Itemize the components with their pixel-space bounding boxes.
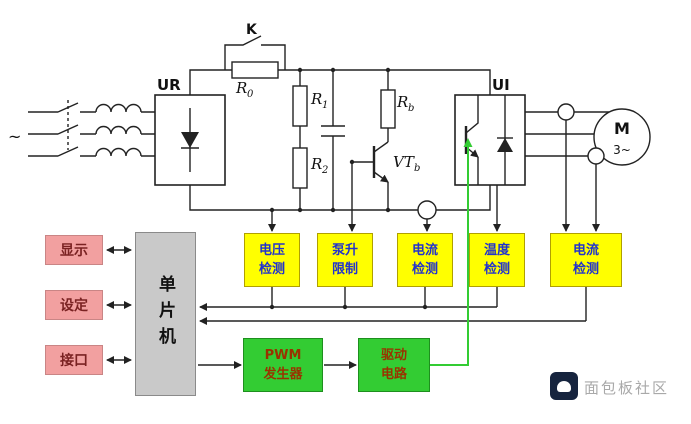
- junction-dots: [269, 67, 428, 310]
- motor-phase-label: 3~: [613, 143, 631, 157]
- transistor-vtb-label: VT: [393, 153, 415, 171]
- ac-source-symbol: ~: [8, 127, 21, 146]
- pwm-generator-box: PWM 发生器: [243, 338, 323, 392]
- motor-output: M 3~: [525, 103, 651, 232]
- dc-capacitor: [321, 70, 345, 210]
- detector-box-temperature: 温度 检测: [469, 233, 525, 287]
- ac-input-lines: ~: [8, 100, 155, 157]
- transistor-vtb-sub: b: [414, 163, 420, 174]
- io-label: 设定: [60, 298, 88, 314]
- io-box-display: 显示: [45, 235, 103, 265]
- divider-branch: R 1 R 2: [292, 70, 328, 210]
- io-links: [106, 246, 132, 364]
- mcu-signal-bus: [199, 287, 587, 325]
- freewheel-diode-symbol: [497, 138, 513, 152]
- breadboard-logo-icon: [550, 372, 578, 400]
- io-label: 接口: [60, 353, 88, 369]
- detector-box-voltage: 电压 检测: [244, 233, 300, 287]
- current-sensor-bottom: [587, 147, 605, 165]
- gate-drive-line: [430, 138, 473, 366]
- resistor-rb: [380, 89, 396, 129]
- io-box-interface: 接口: [45, 345, 103, 375]
- detector-label: 检测: [483, 262, 510, 277]
- drive-circuit-box: 驱动 电路: [358, 338, 430, 392]
- io-label: 显示: [60, 243, 88, 259]
- detector-box-current-1: 电流 检测: [397, 233, 453, 287]
- motor-label: M: [614, 119, 630, 138]
- precharge-circuit: K R 0: [224, 22, 286, 100]
- watermark-text: 面包板社区: [584, 379, 670, 397]
- control-label: 驱动: [380, 347, 407, 363]
- detector-label: 温度: [483, 242, 510, 258]
- resistor-r1-sub: 1: [322, 100, 328, 111]
- detector-label: 泵升: [331, 242, 358, 258]
- resistor-r0-sub: 0: [247, 89, 254, 100]
- rectifier-block: UR: [154, 76, 226, 186]
- diode-symbol: [181, 132, 199, 148]
- resistor-r0: [231, 61, 279, 79]
- resistor-r2: [292, 147, 308, 189]
- resistor-rb-sub: b: [408, 103, 414, 114]
- current-sensor-top: [557, 103, 575, 121]
- control-label: 电路: [380, 367, 407, 382]
- detector-box-current-2: 电流 检测: [550, 233, 622, 287]
- mcu-box: 单片机: [135, 232, 196, 396]
- io-box-setting: 设定: [45, 290, 103, 320]
- motor-symbol: [593, 108, 651, 166]
- inverter-label: UI: [492, 76, 510, 94]
- resistor-r2-sub: 2: [321, 165, 328, 176]
- control-label: 发生器: [263, 367, 303, 382]
- detector-label: 检测: [411, 262, 438, 277]
- resistor-r0-label: R: [235, 79, 247, 97]
- mcu-label: 单片机: [155, 275, 175, 353]
- detector-box-pump-limit: 泵升 限制: [317, 233, 373, 287]
- resistor-rb-label: R: [396, 93, 408, 111]
- resistor-r1-label: R: [310, 90, 322, 108]
- detector-label: 检测: [572, 262, 599, 277]
- dc-bus: [189, 69, 491, 211]
- rectifier-label: UR: [157, 76, 181, 94]
- detector-label: 限制: [331, 262, 358, 277]
- resistor-r2-label: R: [310, 155, 322, 173]
- detector-taps: [268, 162, 501, 232]
- resistor-r1: [292, 85, 308, 127]
- control-label: PWM: [264, 347, 302, 363]
- dc-current-sensor: [417, 200, 437, 220]
- detector-label: 检测: [258, 262, 285, 277]
- contactor-label: K: [246, 22, 258, 38]
- detector-label: 电流: [572, 242, 599, 258]
- detector-label: 电流: [411, 242, 438, 258]
- detector-label: 电压: [258, 242, 285, 258]
- brake-branch: R b VT b: [352, 70, 420, 210]
